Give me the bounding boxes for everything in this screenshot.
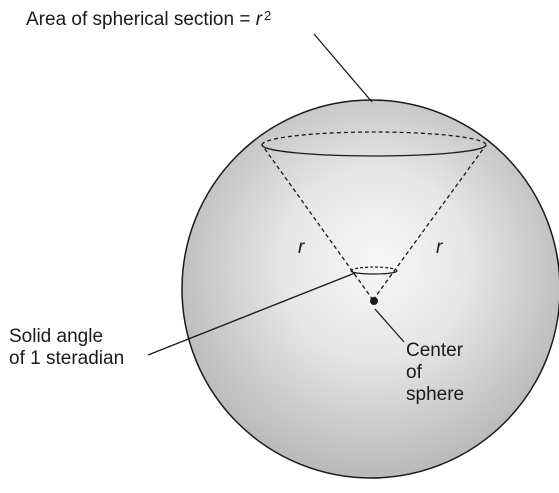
area-label-variable: r [255, 9, 263, 30]
solid-angle-arc-back [350, 266, 398, 272]
solid-angle-label-line2: of 1 steradian [9, 348, 125, 369]
center-label: Center of sphere [406, 340, 464, 406]
area-leader-line [313, 33, 373, 103]
radius-label-left: r [298, 237, 305, 258]
radius-label-right: r [436, 237, 443, 258]
area-label-exponent: 2 [264, 8, 272, 23]
sphere-center-dot [370, 297, 378, 305]
center-label-line1: Center [406, 340, 464, 361]
center-label-line2: of [406, 362, 422, 383]
solid-angle-label-line1: Solid angle [9, 326, 104, 347]
spherical-section-rim-front [261, 144, 487, 157]
spherical-section-rim-back [261, 131, 487, 146]
center-leader-line [374, 308, 405, 343]
solid-angle-leader-line [147, 272, 356, 356]
radius-line-right [372, 144, 487, 301]
area-label-text: Area of spherical section = [26, 9, 256, 30]
sphere [181, 99, 559, 479]
center-label-line3: sphere [406, 384, 465, 405]
solid-angle-label: Solid angle of 1 steradian [9, 326, 124, 370]
radius-line-left [261, 144, 374, 301]
solid-angle-arc-front [350, 270, 398, 275]
